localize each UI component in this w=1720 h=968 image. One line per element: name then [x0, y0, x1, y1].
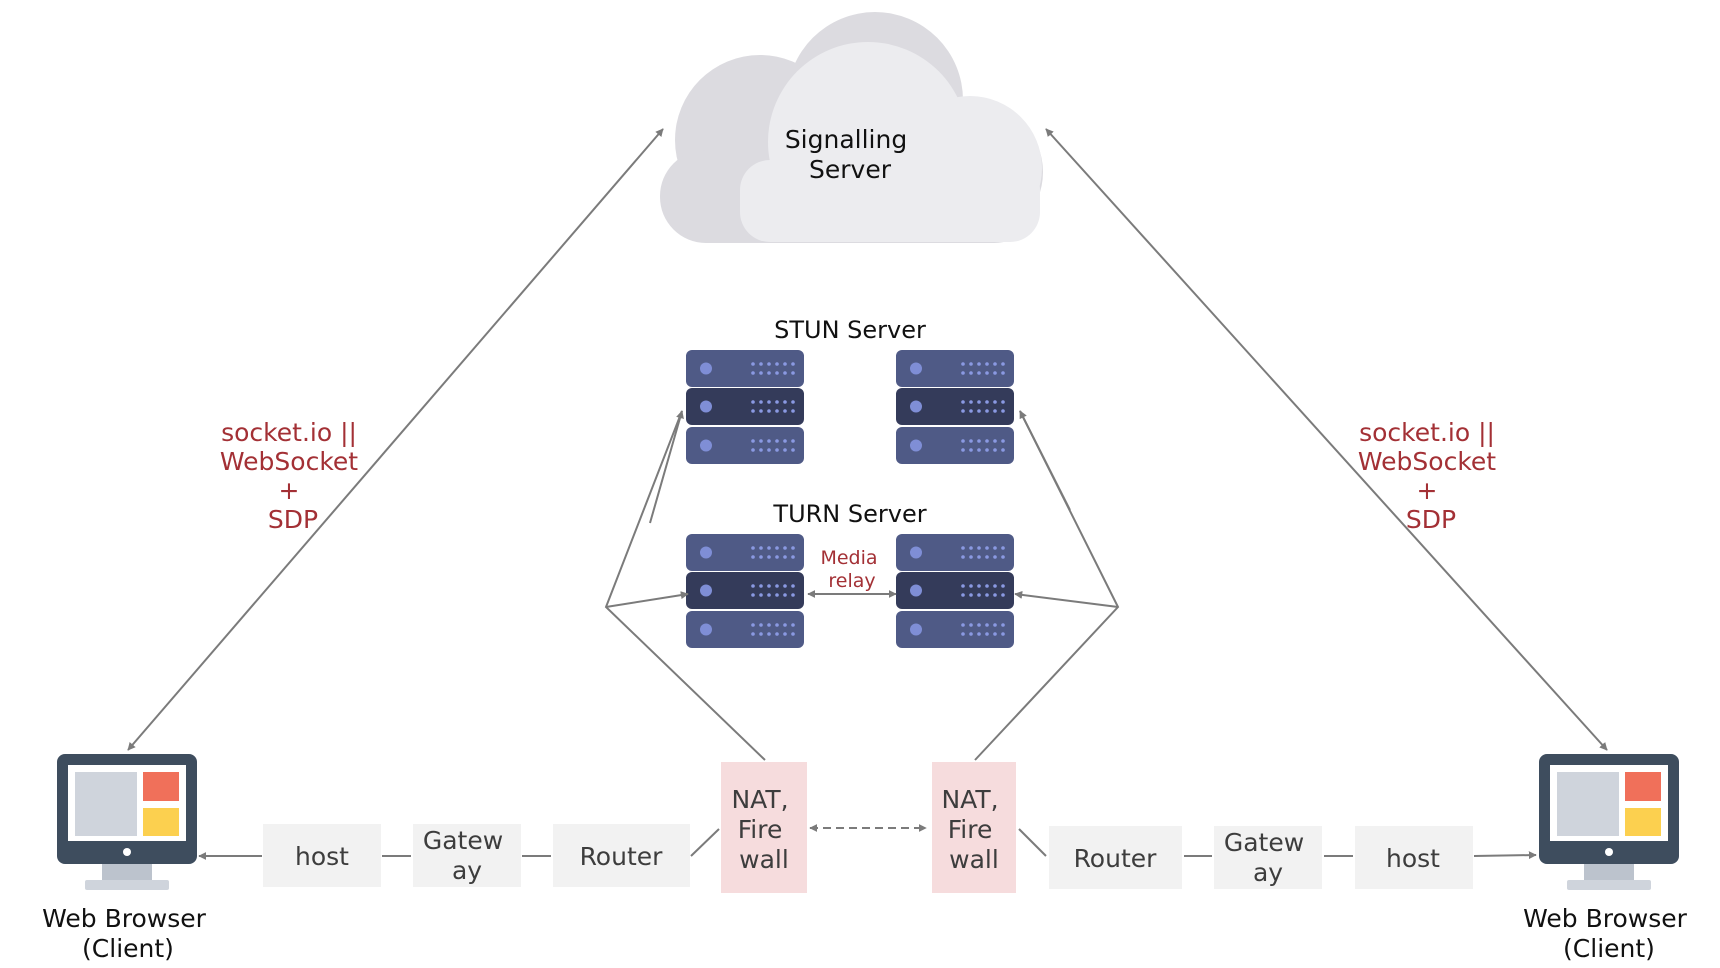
right-router-box [1049, 826, 1182, 889]
right-client-label: Web Browser (Client) [1523, 904, 1695, 963]
left-nat-to-turn-arrow [605, 591, 689, 608]
stun-server-left [686, 350, 804, 464]
left-router-box [553, 824, 690, 887]
left-gateway-label: Gatew ay [423, 826, 511, 885]
right-monitor-icon [1539, 754, 1679, 890]
right-nat-to-turn-arrow [1014, 590, 1119, 608]
right-nat-to-stun-arrow [1019, 410, 1071, 511]
turn-server-left [686, 534, 804, 648]
left-host-label: host [295, 842, 349, 871]
right-host-box [1355, 826, 1473, 889]
left-channel-label: socket.io || WebSocket + SDP [220, 418, 366, 534]
left-client-label: Web Browser (Client) [42, 904, 214, 963]
signalling-server-label: Signalling Server [785, 125, 915, 184]
left-nat-box [721, 762, 807, 893]
right-nat-label: NAT, Fire wall [941, 785, 1006, 874]
right-nat-box [932, 762, 1016, 893]
left-nat-to-stun-arrow [649, 410, 684, 524]
right-host-arrow [1473, 851, 1537, 860]
left-gateway-box [413, 824, 521, 887]
left-router-label: Router [580, 842, 664, 871]
left-signalling-arrow [127, 128, 664, 751]
turn-server-right [896, 534, 1014, 648]
right-gateway-label: Gatew ay [1224, 828, 1312, 887]
signalling-cloud [660, 12, 1043, 243]
turn-server-title: TURN Server [772, 500, 926, 528]
left-host-box [263, 824, 381, 887]
left-router-nat-link [690, 828, 720, 857]
right-nat-router-link [1018, 828, 1047, 857]
stun-server-title: STUN Server [774, 316, 926, 344]
right-gateway-box [1214, 826, 1322, 889]
right-router-label: Router [1074, 844, 1158, 873]
media-relay-label: Media relay [820, 547, 883, 592]
right-channel-label: socket.io || WebSocket + SDP [1358, 418, 1504, 534]
stun-server-right [896, 350, 1014, 464]
right-host-label: host [1386, 844, 1440, 873]
left-monitor-icon [57, 754, 197, 890]
right-signalling-arrow [1045, 128, 1608, 751]
left-nat-label: NAT, Fire wall [731, 785, 796, 874]
